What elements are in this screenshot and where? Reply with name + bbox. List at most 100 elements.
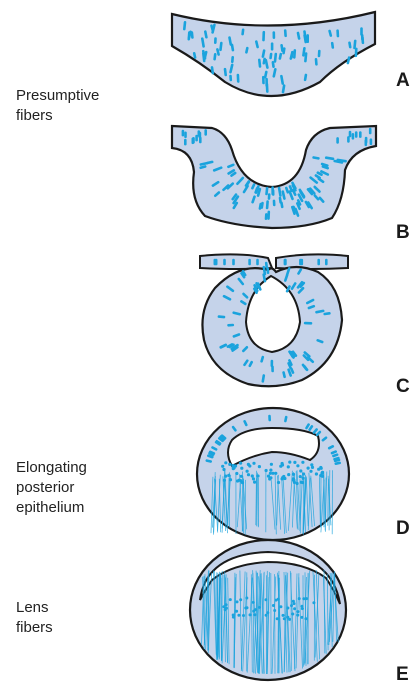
nucleus xyxy=(265,469,268,472)
nucleus xyxy=(221,346,225,348)
nucleus xyxy=(277,481,280,484)
nucleus xyxy=(274,472,277,475)
nucleus xyxy=(323,167,328,169)
nucleus xyxy=(270,463,273,466)
stage-e-lens-fibers xyxy=(190,540,346,680)
nucleus xyxy=(228,165,233,167)
nucleus xyxy=(224,461,227,464)
nucleus xyxy=(184,22,185,29)
nucleus xyxy=(253,613,256,616)
nucleus xyxy=(227,474,230,477)
nucleus xyxy=(291,54,292,58)
stage-label-d: D xyxy=(396,518,410,540)
nucleus xyxy=(229,598,232,601)
nucleus xyxy=(292,478,295,481)
nucleus xyxy=(305,75,306,80)
nucleus xyxy=(355,41,356,48)
nucleus xyxy=(291,369,293,373)
nucleus xyxy=(252,462,255,465)
nucleus xyxy=(326,158,333,159)
nucleus xyxy=(266,263,267,267)
nucleus xyxy=(208,456,212,457)
nucleus xyxy=(222,468,225,471)
nucleus xyxy=(318,173,322,175)
nucleus xyxy=(235,610,238,613)
nucleus xyxy=(315,472,318,475)
nucleus xyxy=(216,442,219,444)
nucleus xyxy=(301,607,304,610)
nucleus xyxy=(350,43,351,47)
nucleus xyxy=(280,198,281,202)
nucleus xyxy=(273,62,274,66)
nucleus xyxy=(317,311,324,312)
nucleus xyxy=(256,474,259,477)
stage-label-a: A xyxy=(396,70,410,92)
nucleus xyxy=(237,614,240,617)
nucleus xyxy=(223,479,226,482)
nucleus xyxy=(300,481,303,484)
nucleus xyxy=(290,604,293,607)
nucleus xyxy=(250,362,252,366)
nucleus xyxy=(274,69,276,76)
nucleus xyxy=(234,335,239,337)
nucleus xyxy=(290,187,292,191)
stage-b-lens-pit xyxy=(172,126,376,228)
nucleus xyxy=(283,617,286,620)
nucleus xyxy=(243,30,244,34)
nucleus xyxy=(283,192,285,199)
nucleus xyxy=(294,207,296,211)
nucleus xyxy=(229,478,232,481)
nucleus xyxy=(212,26,213,30)
nucleus xyxy=(265,598,268,601)
nucleus xyxy=(212,67,213,73)
nucleus xyxy=(298,597,301,600)
nucleus xyxy=(256,42,257,47)
nucleus xyxy=(236,600,239,603)
nucleus xyxy=(260,204,261,208)
nucleus xyxy=(301,616,304,619)
stage-d-elongating-epithelium xyxy=(197,408,349,540)
nucleus xyxy=(269,469,272,472)
nucleus xyxy=(192,33,193,38)
stage-label-b: B xyxy=(396,222,410,244)
nucleus xyxy=(263,376,264,382)
nucleus xyxy=(281,76,282,83)
nucleus xyxy=(285,275,287,280)
nucleus xyxy=(231,65,233,72)
nucleus xyxy=(336,463,340,464)
nucleus xyxy=(303,48,304,55)
stage-label-e: E xyxy=(396,664,409,686)
nucleus xyxy=(232,45,233,50)
nucleus xyxy=(285,417,286,421)
nucleus xyxy=(299,469,302,472)
nucleus xyxy=(296,614,299,617)
nucleus xyxy=(335,458,339,459)
nucleus xyxy=(305,35,306,42)
nucleus xyxy=(280,54,281,58)
nucleus xyxy=(265,72,266,77)
nucleus xyxy=(222,605,225,608)
nucleus xyxy=(275,599,278,602)
nucleus xyxy=(258,189,260,196)
nucleus xyxy=(253,197,255,203)
nucleus xyxy=(267,475,270,478)
nucleus xyxy=(210,453,214,454)
nucleus xyxy=(305,54,306,62)
nucleus xyxy=(281,463,284,466)
nucleus xyxy=(232,616,235,619)
nucleus xyxy=(213,448,217,450)
nucleus xyxy=(286,616,289,619)
nucleus xyxy=(348,58,349,63)
nucleus xyxy=(333,455,337,456)
nucleus xyxy=(202,39,203,47)
nucleus xyxy=(267,188,268,194)
nucleus xyxy=(335,161,342,163)
nucleus xyxy=(219,317,224,318)
nucleus xyxy=(241,481,244,484)
nucleus xyxy=(245,597,248,600)
nucleus xyxy=(221,43,222,50)
nucleus xyxy=(298,33,299,39)
nucleus xyxy=(279,605,282,608)
nucleus xyxy=(301,461,304,464)
nucleus xyxy=(264,59,265,63)
